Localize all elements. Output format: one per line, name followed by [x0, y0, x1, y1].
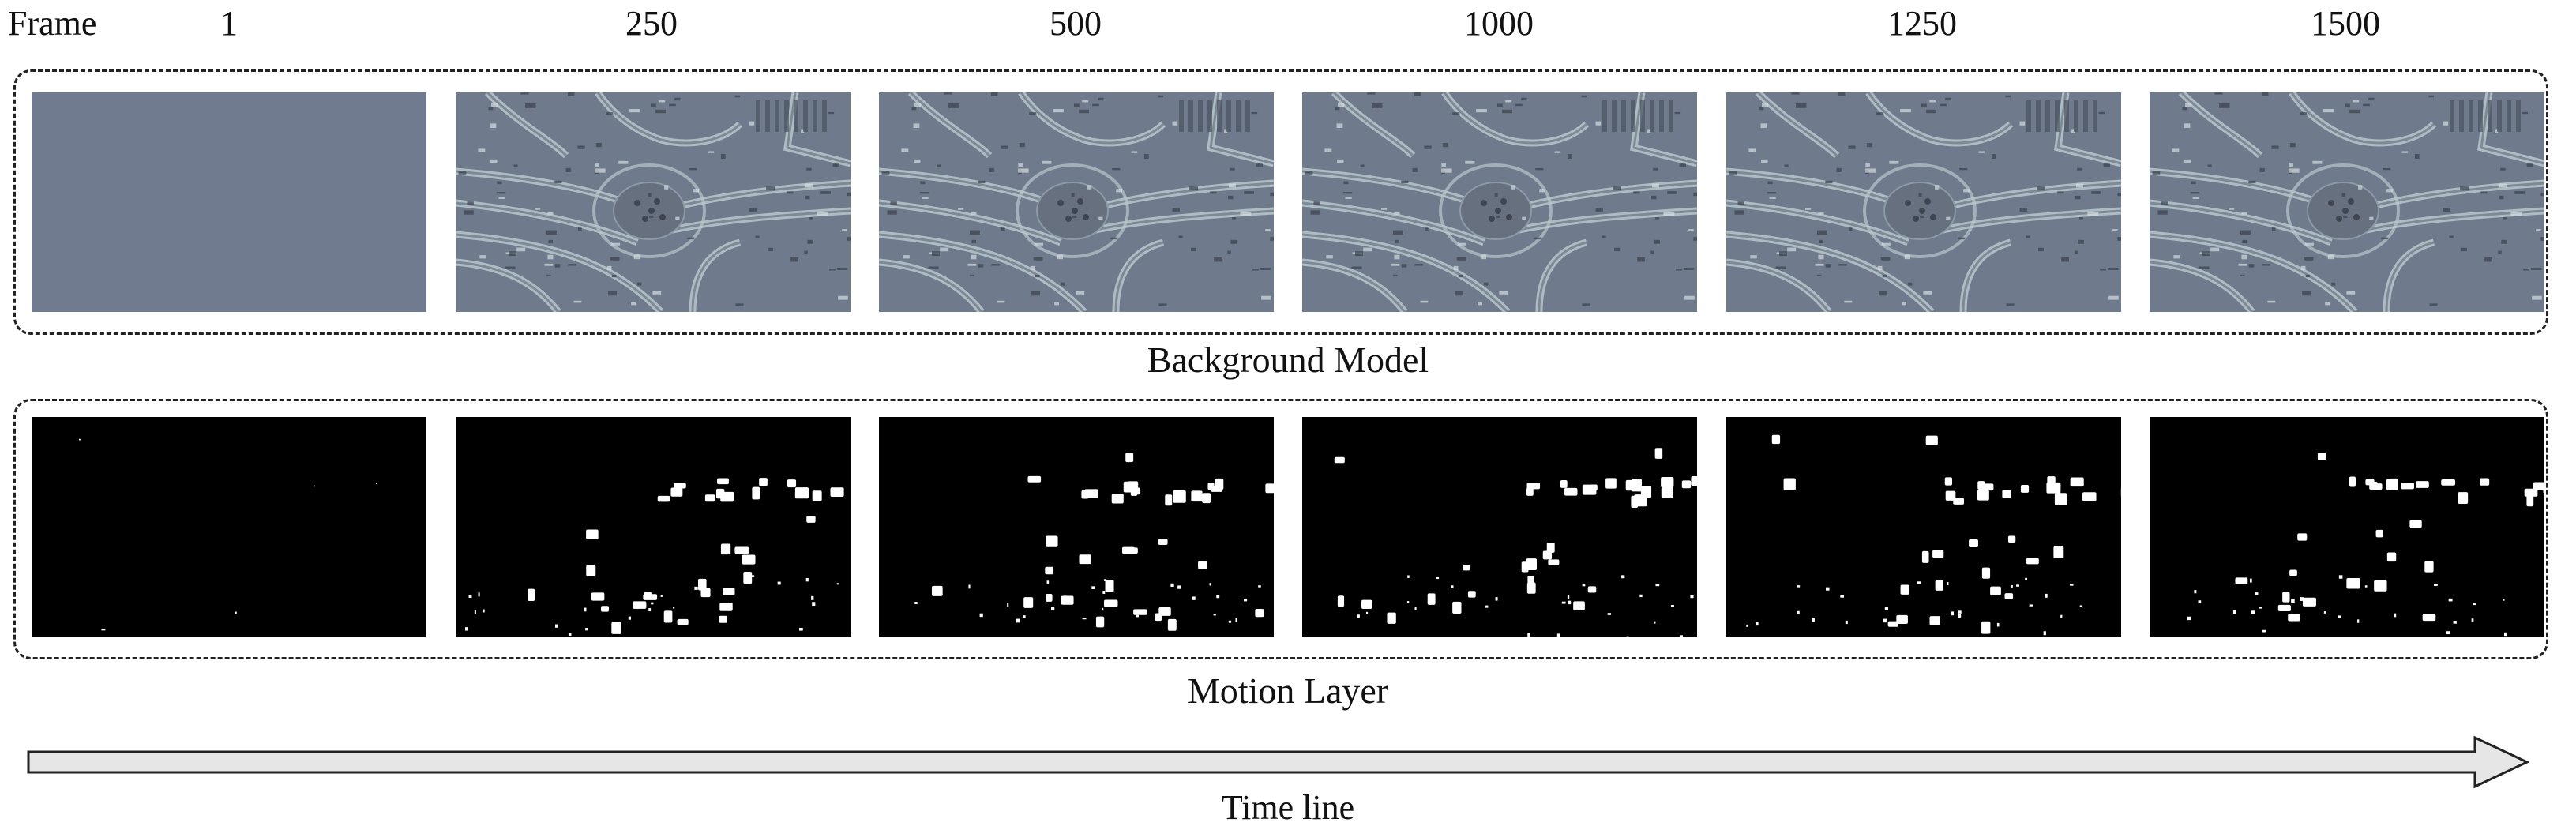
background-panel-frame-1500 — [2150, 92, 2544, 312]
frame-number-1000: 1000 — [1464, 3, 1534, 44]
frame-header-label: Frame — [8, 3, 96, 44]
frame-number-250: 250 — [625, 3, 678, 44]
background-panel-frame-1000 — [1302, 92, 1697, 312]
timeline-caption: Time line — [0, 786, 2576, 830]
frame-number-500: 500 — [1050, 3, 1102, 44]
frame-number-1250: 1250 — [1887, 3, 1957, 44]
frame-number-1: 1 — [220, 3, 238, 44]
background-model-caption: Background Model — [0, 338, 2576, 382]
motion-panel-frame-1 — [32, 417, 426, 637]
timeline-arrow — [27, 734, 2530, 790]
frame-number-1500: 1500 — [2311, 3, 2380, 44]
background-panel-frame-250 — [456, 92, 851, 312]
motion-panel-frame-250 — [456, 417, 851, 637]
motion-panel-frame-500 — [879, 417, 1274, 637]
background-panel-frame-1250 — [1726, 92, 2121, 312]
timeline-arrow-shape — [28, 738, 2527, 787]
motion-layer-caption: Motion Layer — [0, 669, 2576, 713]
motion-panel-frame-1250 — [1726, 417, 2121, 637]
motion-panel-frame-1500 — [2150, 417, 2544, 637]
background-panel-frame-1 — [32, 92, 426, 312]
motion-panel-frame-1000 — [1302, 417, 1697, 637]
background-panel-frame-500 — [879, 92, 1274, 312]
